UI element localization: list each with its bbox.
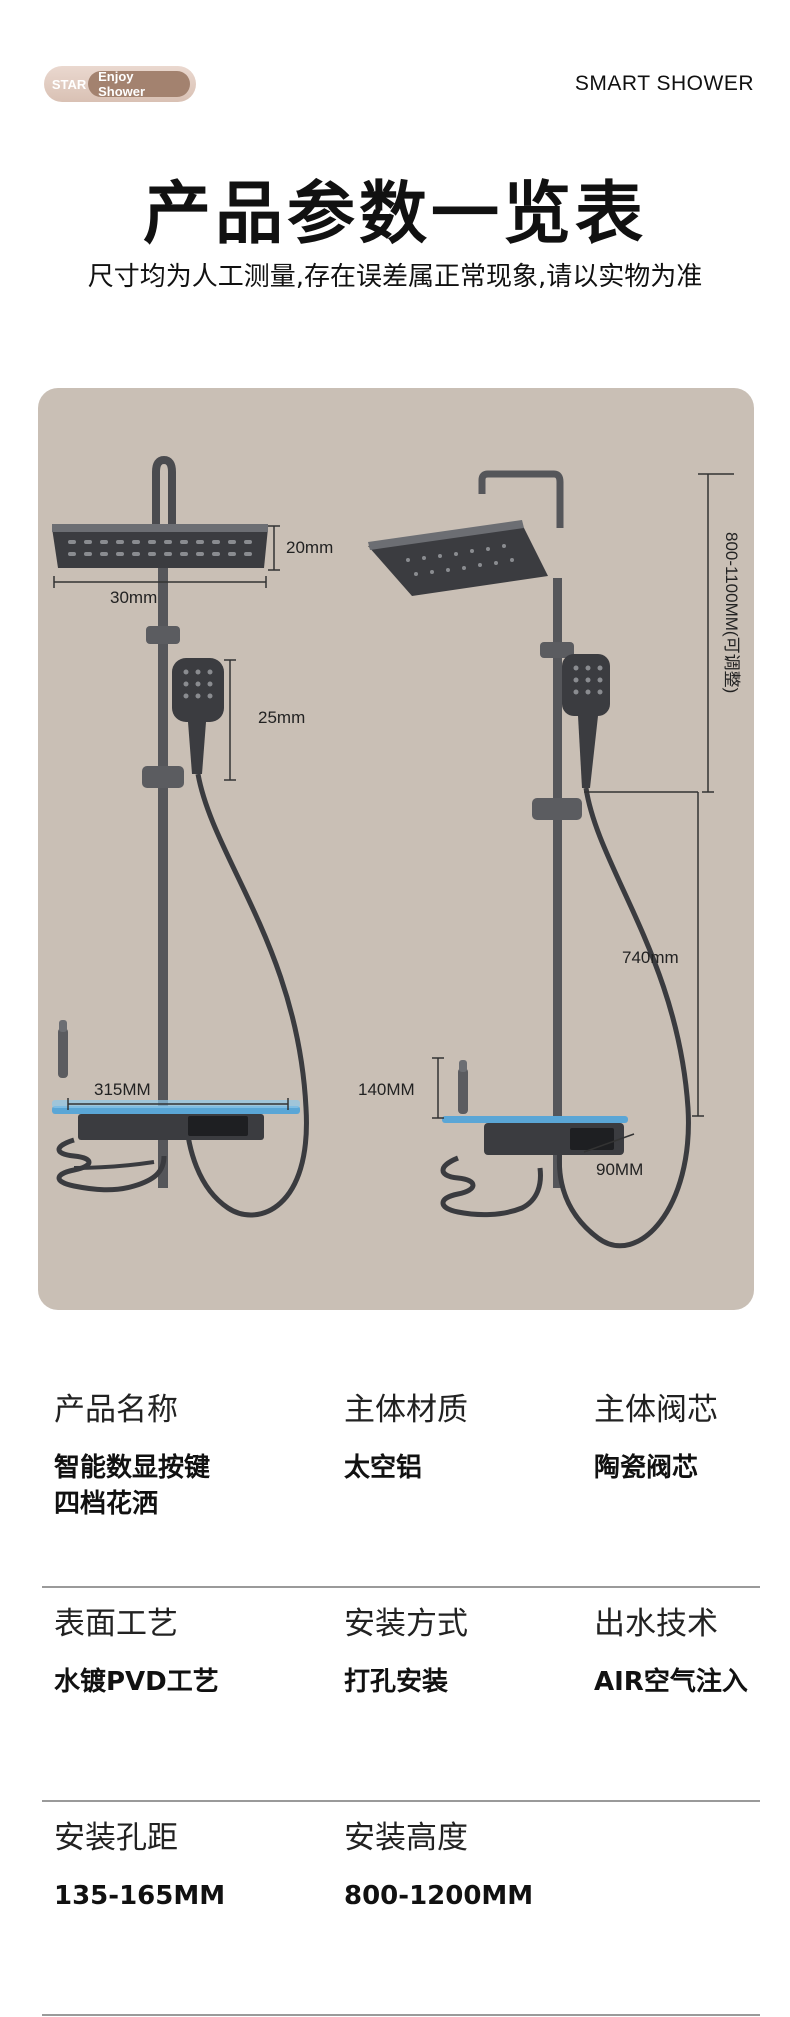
dim-head-height: 20mm [286,538,334,557]
brand-name: SMART SHOWER [574,72,754,95]
left-shower [52,455,309,1218]
shower-head-icon [52,524,268,568]
spec-label-water-tech: 出水技术 [594,1606,718,1642]
spec-value-water-tech: AIR空气注入 [594,1667,748,1697]
spec-cell: 主体材质 太空铝 [344,1390,584,1486]
spec-cell: 表面工艺 水镀PVD工艺 [54,1604,324,1700]
spec-cell: 主体阀芯 陶瓷阀芯 [594,1390,790,1486]
dim-head-width: 30mm [110,588,158,607]
digital-panel-icon [442,1116,628,1155]
spec-table: 产品名称 智能数显按键 四档花洒 主体材质 太空铝 主体阀芯 陶瓷阀芯 表面工艺… [42,1374,760,2016]
spec-cell: 安装方式 打孔安装 [344,1604,584,1700]
handheld-shower-icon [562,654,610,788]
spec-cell: 安装高度 800-1200MM [344,1818,584,1914]
shower-illustration [52,455,734,1249]
page-title: 产品参数一览表 [142,175,647,254]
shower-head-icon [368,520,548,596]
spec-value-valve-core: 陶瓷阀芯 [594,1453,699,1483]
spec-label-install-height: 安装高度 [344,1820,468,1856]
dim-spout-height: 140MM [358,1080,415,1099]
dim-spout-depth: 90MM [596,1160,644,1179]
hose-icon [556,787,691,1249]
spec-value-surface: 水镀PVD工艺 [54,1667,219,1697]
handheld-shower-icon [172,658,224,774]
page-subtitle: 尺寸均为人工测量,存在误差属正常现象,请以实物为准 [87,262,703,292]
hose-icon [183,773,309,1218]
spec-label-install-method: 安装方式 [344,1606,468,1642]
dim-handheld: 25mm [258,708,306,727]
spec-label-valve-core: 主体阀芯 [594,1392,718,1428]
dim-rail-height: 740mm [622,948,679,967]
spec-cell: 出水技术 AIR空气注入 [594,1604,790,1700]
spec-cell: 产品名称 智能数显按键 四档花洒 [54,1390,324,1522]
spec-value-install-method: 打孔安装 [344,1667,449,1697]
spec-cell: 安装孔距 135-165MM [54,1818,324,1914]
brand-badge: STAR Enjoy Shower [44,66,196,102]
spec-value-product-name: 智能数显按键 四档花洒 [54,1453,211,1519]
product-diagram: 20mm 30mm 25mm 315MM 800-1100MM(可调整) 740… [38,388,754,1310]
dim-shelf-width: 315MM [94,1080,151,1099]
badge-star-text: STAR [51,76,87,92]
dim-overall-height: 800-1100MM(可调整) [722,532,741,694]
spec-label-product-name: 产品名称 [54,1392,178,1428]
badge-tagline: Enjoy Shower [88,69,190,99]
digital-panel-icon [52,1100,300,1140]
spec-row: 安装孔距 135-165MM 安装高度 800-1200MM [42,1802,760,2016]
spec-label-surface: 表面工艺 [54,1606,178,1642]
spec-value-material: 太空铝 [344,1453,423,1483]
spec-label-hole-spacing: 安装孔距 [54,1820,178,1856]
spec-value-install-height: 800-1200MM [344,1881,534,1911]
spec-row: 产品名称 智能数显按键 四档花洒 主体材质 太空铝 主体阀芯 陶瓷阀芯 [42,1374,760,1588]
right-shower [368,470,734,1249]
spec-label-material: 主体材质 [344,1392,468,1428]
spec-row: 表面工艺 水镀PVD工艺 安装方式 打孔安装 出水技术 AIR空气注入 [42,1588,760,1802]
spec-value-hole-spacing: 135-165MM [54,1881,226,1911]
